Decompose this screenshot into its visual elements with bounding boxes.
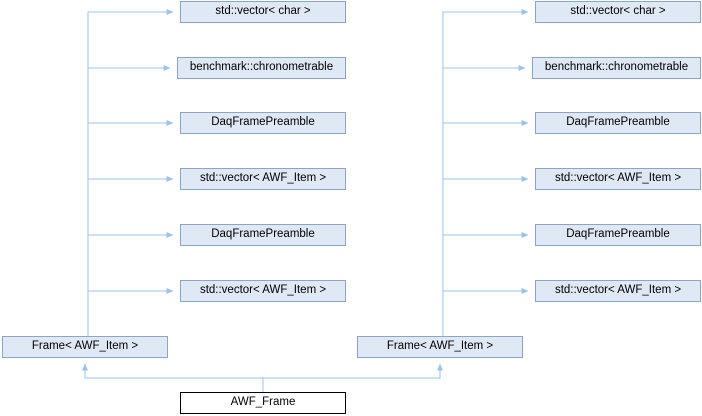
class-node[interactable]: std::vector< AWF_Item > — [535, 168, 701, 190]
class-node[interactable]: DaqFramePreamble — [535, 224, 701, 246]
class-node-label: std::vector< char > — [215, 5, 311, 18]
inheritance-edge — [87, 232, 174, 336]
inheritance-edge — [87, 65, 171, 336]
class-node-label: std::vector< AWF_Item > — [554, 284, 682, 297]
class-node-label: Frame< AWF_Item > — [31, 340, 139, 353]
class-node-label: std::vector< AWF_Item > — [199, 172, 327, 185]
class-node-label: DaqFramePreamble — [211, 228, 315, 241]
class-node-label: DaqFramePreamble — [566, 116, 670, 129]
class-node-label: AWF_Frame — [230, 396, 296, 409]
inheritance-edge — [82, 363, 264, 392]
class-node[interactable]: AWF_Frame — [180, 392, 346, 414]
class-node-label: Frame< AWF_Item > — [386, 340, 494, 353]
class-node[interactable]: std::vector< AWF_Item > — [535, 280, 701, 302]
inheritance-edge — [87, 120, 174, 336]
inheritance-edge — [442, 288, 529, 336]
inheritance-edge — [442, 176, 529, 336]
inheritance-edge — [262, 363, 443, 392]
class-node[interactable]: std::vector< char > — [180, 1, 346, 23]
inheritance-edge — [442, 9, 529, 336]
class-node[interactable]: DaqFramePreamble — [535, 112, 701, 134]
class-node[interactable]: std::vector< char > — [535, 1, 701, 23]
class-node-label: DaqFramePreamble — [566, 228, 670, 241]
class-node-label: std::vector< AWF_Item > — [554, 172, 682, 185]
inheritance-edge — [87, 9, 174, 336]
class-node-label: std::vector< char > — [570, 5, 666, 18]
class-node[interactable]: std::vector< AWF_Item > — [180, 280, 346, 302]
class-node-label: benchmark::chronometrable — [544, 61, 689, 74]
inheritance-edge — [442, 120, 529, 336]
class-node[interactable]: Frame< AWF_Item > — [2, 336, 168, 358]
inheritance-edge — [87, 176, 174, 336]
class-node[interactable]: DaqFramePreamble — [180, 112, 346, 134]
class-node[interactable]: Frame< AWF_Item > — [357, 336, 523, 358]
class-node[interactable]: DaqFramePreamble — [180, 224, 346, 246]
inheritance-edge — [442, 232, 529, 336]
class-node-label: benchmark::chronometrable — [189, 61, 334, 74]
class-node-label: DaqFramePreamble — [211, 116, 315, 129]
class-node[interactable]: std::vector< AWF_Item > — [180, 168, 346, 190]
class-node-label: std::vector< AWF_Item > — [199, 284, 327, 297]
inheritance-edge — [87, 288, 174, 336]
class-node[interactable]: benchmark::chronometrable — [177, 57, 346, 79]
class-node[interactable]: benchmark::chronometrable — [532, 57, 701, 79]
inheritance-edge — [442, 65, 526, 336]
